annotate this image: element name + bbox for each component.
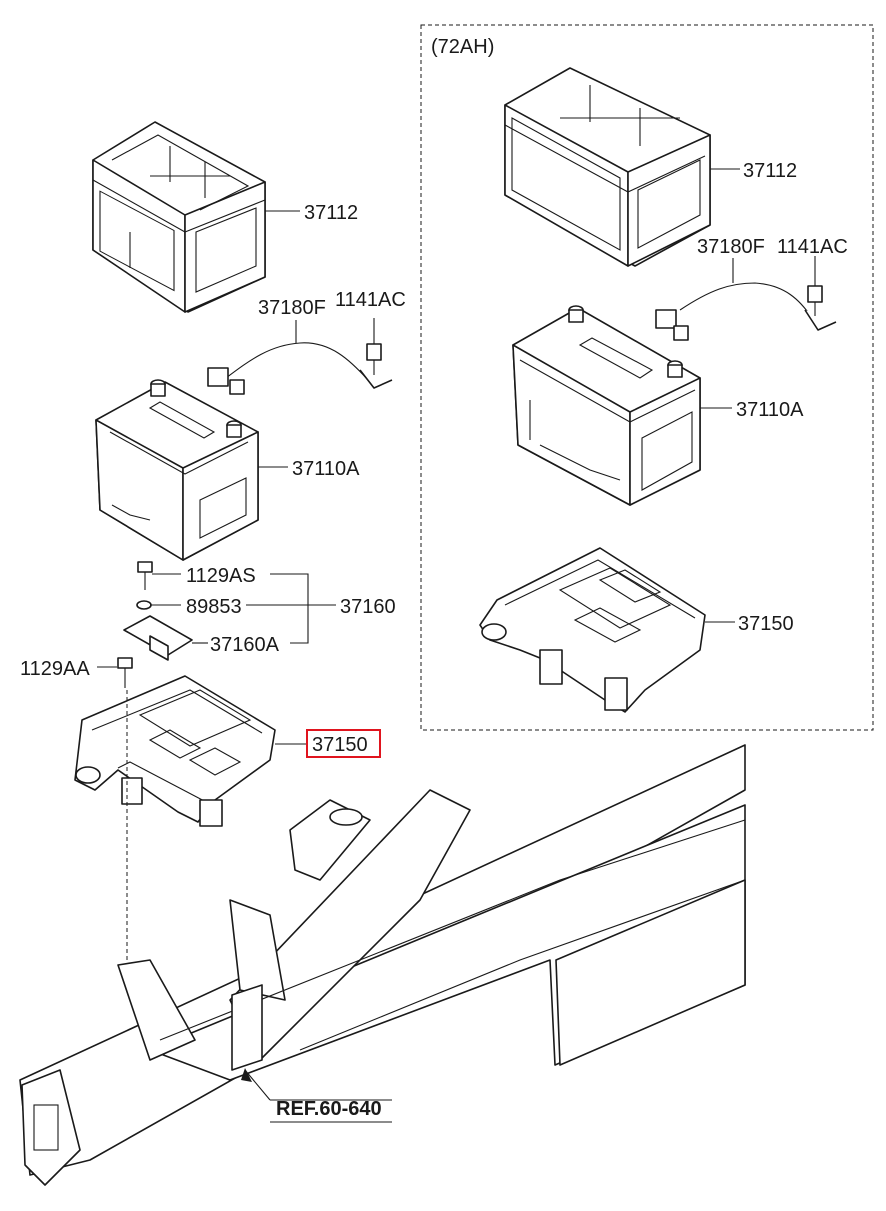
battery-cable-right[interactable] (655, 282, 837, 341)
battery-cable-left[interactable] (207, 342, 393, 395)
chassis-frame[interactable] (19, 744, 746, 1186)
bolt-1129as[interactable] (137, 561, 153, 590)
group-72ah-box (420, 24, 874, 731)
battery-cover-right[interactable] (504, 67, 711, 267)
bolt-1141ac-left[interactable] (366, 343, 382, 375)
battery-left[interactable] (95, 379, 259, 561)
callout-37112-right[interactable]: 37112 (743, 160, 797, 182)
callout-37180f-left[interactable]: 37180F (258, 297, 326, 319)
callout-37110a-right[interactable]: 37110A (736, 399, 804, 421)
callout-89853[interactable]: 89853 (186, 596, 242, 618)
bolt-1129aa[interactable] (117, 657, 133, 688)
callout-37180f-right[interactable]: 37180F (697, 236, 765, 258)
callout-37110a-left[interactable]: 37110A (292, 458, 360, 480)
callout-1129aa[interactable]: 1129AA (20, 658, 90, 680)
battery-cover-left[interactable] (92, 121, 266, 313)
battery-tray-left[interactable] (74, 675, 276, 827)
callout-1141ac-left[interactable]: 1141AC (335, 289, 406, 311)
callout-37150-left[interactable]: 37150 (312, 734, 368, 756)
callout-ref-60-640[interactable]: REF.60-640 (276, 1098, 382, 1120)
callout-1129as[interactable]: 1129AS (186, 565, 256, 587)
ref-arrow (241, 1068, 252, 1082)
highlight-box (306, 729, 381, 758)
callout-37160[interactable]: 37160 (340, 596, 396, 618)
washer-89853[interactable] (136, 600, 152, 610)
callout-37150-right[interactable]: 37150 (738, 613, 794, 635)
clamp-37160a[interactable] (123, 615, 193, 661)
callout-37160a[interactable]: 37160A (210, 634, 280, 656)
callout-1141ac-right[interactable]: 1141AC (777, 236, 848, 258)
battery-right[interactable] (512, 305, 701, 506)
bolt-1141ac-right[interactable] (807, 285, 823, 316)
callout-37112-left[interactable]: 37112 (304, 202, 358, 224)
battery-tray-right[interactable] (479, 547, 706, 713)
group-72ah-label: (72AH) (431, 36, 494, 58)
